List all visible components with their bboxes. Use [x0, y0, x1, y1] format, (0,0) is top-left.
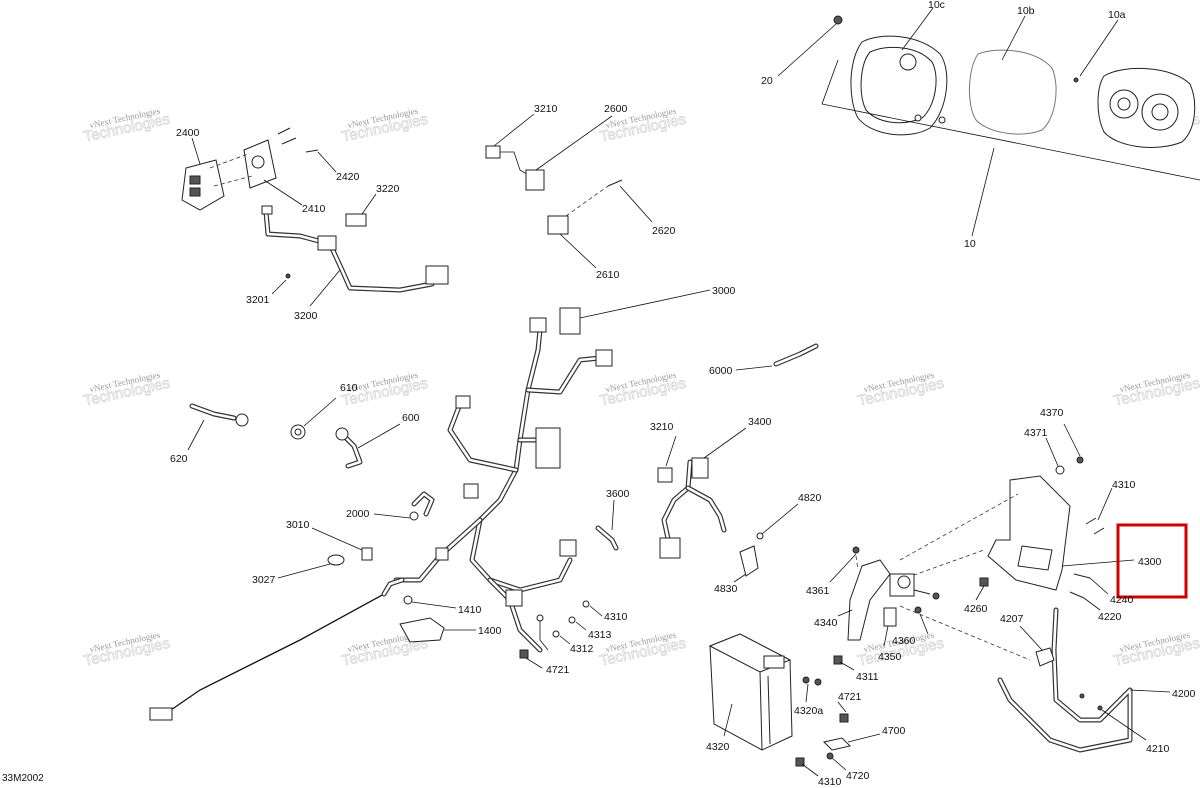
- left-sensors: 610 600 620: [170, 382, 420, 469]
- bracket-4340: [847, 559, 891, 641]
- antenna-connector: [149, 707, 173, 721]
- connector-3210-mid: [657, 467, 673, 483]
- callout-3027: 3027: [252, 574, 276, 586]
- callout-4200: 4200: [1172, 688, 1196, 700]
- bracket-1400: [399, 617, 445, 643]
- callout-3200: 3200: [294, 310, 318, 322]
- connector-3210: [485, 145, 501, 159]
- antenna-group: 1410 1400: [149, 577, 502, 721]
- callout-2410: 2410: [302, 203, 326, 215]
- callout-3600: 3600: [606, 488, 630, 500]
- callout-4830: 4830: [714, 583, 738, 595]
- connector-3220: [345, 213, 367, 227]
- callout-4310-bottom: 4310: [818, 776, 842, 788]
- nut-20: [833, 15, 843, 25]
- solenoid-group: 4361 4340 4360 4350 4311: [806, 546, 1031, 683]
- callout-10b: 10b: [1017, 5, 1035, 17]
- callout-4220: 4220: [1098, 611, 1122, 623]
- callout-4320a: 4320a: [794, 705, 823, 717]
- callout-3400: 3400: [748, 416, 772, 428]
- callout-610: 610: [340, 382, 358, 394]
- fastener-group-center: 4721 4310 4313 4312: [519, 600, 628, 676]
- callout-4721-right: 4721: [838, 691, 862, 703]
- sensor-group-top: 3210 2600 2620 2610: [485, 103, 676, 281]
- callout-4820: 4820: [798, 492, 822, 504]
- callout-620: 620: [170, 453, 188, 465]
- callout-10a: 10a: [1108, 9, 1126, 21]
- sensor-group-mid: 3210 3400 3600 4820 4830: [595, 416, 822, 595]
- boot-4830: [739, 545, 759, 577]
- callout-4720: 4720: [846, 770, 870, 782]
- callout-4313: 4313: [588, 629, 612, 641]
- sensor-group-left: 2000 3010 3027: [252, 491, 435, 586]
- callout-10: 10: [964, 238, 976, 250]
- callout-2400: 2400: [176, 127, 200, 139]
- watermarks: Technologies vNext Technologies Technolo…: [82, 105, 1200, 670]
- callout-4700: 4700: [882, 725, 906, 737]
- diagram-code: 33M2002: [2, 773, 44, 784]
- callout-4721-center: 4721: [546, 664, 570, 676]
- main-harness-3000: 3000: [393, 285, 736, 653]
- callout-4350: 4350: [878, 651, 902, 663]
- sensor-2600: [525, 169, 545, 191]
- callout-4207: 4207: [1000, 613, 1024, 625]
- callout-2000: 2000: [346, 508, 370, 520]
- callout-10c: 10c: [928, 0, 945, 11]
- callout-3220: 3220: [376, 183, 400, 195]
- callout-4320: 4320: [706, 741, 730, 753]
- battery-group: 4320 4320a 4721 4700 4720 4310: [706, 633, 906, 788]
- callout-4371: 4371: [1024, 427, 1048, 439]
- callout-4360: 4360: [892, 635, 916, 647]
- seal-3027: [327, 554, 345, 566]
- callout-2600: 2600: [604, 103, 628, 115]
- battery-bracket-4300: [987, 475, 1071, 591]
- callout-600: 600: [402, 412, 420, 424]
- callout-4240: 4240: [1110, 594, 1134, 606]
- callout-4311: 4311: [856, 671, 879, 683]
- switch-housing-2400: [181, 159, 225, 211]
- callout-4260: 4260: [964, 603, 988, 615]
- callout-2610: 2610: [596, 269, 620, 281]
- callout-6000: 6000: [709, 365, 733, 377]
- harness-3200-group: 3220 3201 3200: [246, 183, 449, 322]
- sensor-620: [235, 413, 249, 427]
- callout-4310-center: 4310: [604, 611, 628, 623]
- callout-3000: 3000: [712, 285, 736, 297]
- callout-3210-top: 3210: [534, 103, 558, 115]
- callout-4310-right: 4310: [1112, 479, 1136, 491]
- callout-3210-mid: 3210: [650, 421, 674, 433]
- callout-4340: 4340: [814, 617, 838, 629]
- callout-20: 20: [761, 75, 773, 87]
- callout-2420: 2420: [336, 171, 360, 183]
- highlight-box-4300: [1116, 523, 1188, 599]
- terminal-4700: [823, 737, 851, 751]
- instrument-cluster-group: 20 10c 10b 10a 10: [761, 0, 1200, 250]
- callout-3010: 3010: [286, 519, 310, 531]
- callout-3201: 3201: [246, 294, 270, 306]
- clip-4207: [1035, 647, 1055, 667]
- callout-4210: 4210: [1146, 743, 1170, 755]
- callout-1400: 1400: [478, 625, 502, 637]
- callout-2620: 2620: [652, 225, 676, 237]
- callout-4312: 4312: [570, 643, 594, 655]
- sensor-2610: [547, 215, 569, 235]
- sensor-6000: 6000: [709, 343, 819, 377]
- callout-4370: 4370: [1040, 407, 1064, 419]
- callout-1410: 1410: [458, 604, 482, 616]
- strap-group: 4207 4200 4210: [997, 607, 1196, 755]
- connector-3010: [361, 547, 373, 561]
- switch-group: 2400 2410 2420: [176, 127, 360, 215]
- lens-10b: [968, 49, 1057, 135]
- battery-box-group: 4370 4371 4310 4300 4240 4220 4260: [899, 407, 1188, 623]
- callout-4361: 4361: [806, 585, 830, 597]
- callout-4300: 4300: [1138, 556, 1162, 568]
